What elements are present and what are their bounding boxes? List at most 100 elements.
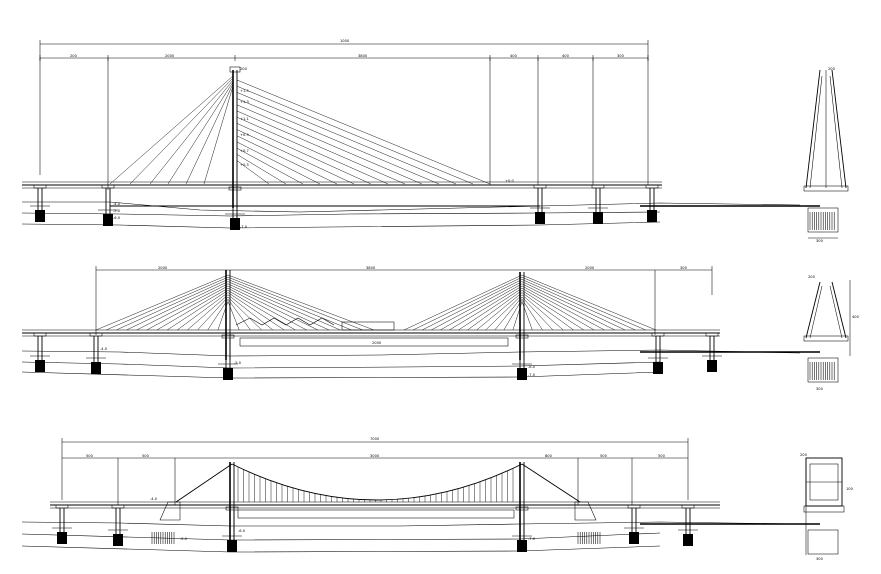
bridge-1-tower-mark: 200 [240,67,248,71]
stay-cable [458,288,523,331]
bridge-1-pier-cap [33,184,47,189]
stay-cable [521,276,646,331]
bridge-3-pier-footing [683,534,693,546]
bridge-3-span-dim: 500 [86,454,94,458]
bridge-1-span-dim: 400 [562,54,570,58]
bridge-1-span-dim: 300 [617,54,625,58]
stay-cable [440,283,523,331]
bridge-2-side-mark: 300 [816,387,824,391]
bridge-2-pier-mark: -7.0 [528,373,536,377]
bridge-1-pier-footing [593,212,603,224]
stay-cable [156,288,229,331]
bridge-2-elevation: 2000 3800 2000 300 2000 -4.0 -5.0 -6.0 [21,266,820,380]
stay-cable [197,296,229,331]
bridge-3-pier-mark: -7.0 [528,537,536,541]
stay-cable [227,292,285,331]
stay-cable-right [236,129,355,185]
stay-cable-left [129,77,234,185]
bridge-2-pier-footing [35,360,45,372]
bridge-3-main-cable-and-hangers [175,463,581,503]
bridge-1-tower-mark: +0.7 [240,149,249,153]
bridge-1-tower-mark: +0.9 [240,133,249,137]
stay-cable [521,294,564,331]
bridge-1-pier-footing [230,218,240,230]
stay-cable-right [236,98,440,185]
bridge-3-side-mark: 100 [846,487,854,491]
bridge-1-pier-footing [103,214,113,226]
bridge-1-pier-mark: -7.0 [240,225,248,229]
stay-cable [106,276,229,331]
stay-cable [521,299,543,331]
stay-cable [227,279,352,331]
stay-cable [449,285,523,331]
bridge-2-span-dim: 3800 [366,266,376,270]
stay-cable [476,292,523,331]
bridge-3-pier-footing [629,532,639,544]
stay-cable [521,292,574,331]
bridge-1-span-dim: 200 [70,54,78,58]
stay-cable-right [236,148,304,185]
backstay-right [521,463,581,503]
bridge-3-pier-cap [55,504,69,509]
stay-cable [217,301,229,331]
bridge-3-overall-dimension: 7000 [370,437,380,441]
stay-cable [521,290,584,331]
bridge-3-pier-footing [113,534,123,546]
stay-cable [227,301,240,331]
stay-cable-right [236,110,406,185]
bridge-2-side-mark: 200 [808,275,816,279]
bridge-2-side-mark: 400 [852,315,860,319]
bridge-3-span-dim: 3000 [370,454,380,458]
bridge-2-pier-mark: -4.0 [100,347,108,351]
bridge-2-pier-footing [517,368,527,380]
backstay-left [175,463,233,503]
stay-cable-right [236,116,389,185]
stay-cable-right [236,141,321,185]
stay-cable [521,283,615,331]
stay-cable [521,301,533,331]
stay-cable [227,276,363,331]
bridge-2-pier-cap [651,332,665,337]
stay-cable [412,276,523,331]
stay-cable-left [167,81,234,185]
stay-cable [227,281,341,331]
stay-cable [521,279,636,331]
bridge-2-span-dim: 300 [680,266,688,270]
bridge-2-pier-cap [89,332,103,337]
stay-cable [403,274,523,331]
bridge-3-side-mark: 200 [800,453,808,457]
bridge-1-pier-footing [35,210,45,222]
stay-cable [467,290,523,331]
stay-cable [227,274,375,331]
bridge-3-elevation: 7000 500 500 3000 800 500 500 [21,437,820,553]
bridge-2-side-view: 200 400 300 [803,275,860,391]
bridge-2-pier-footing [91,362,101,374]
stay-cable [512,301,523,331]
bridge-1-pier-cap [228,186,242,191]
bridge-2-stay-cables [95,274,657,331]
bridge-1-stay-cables [109,75,491,185]
bridge-1-pier-cap [101,184,115,189]
bridge-1-side-mark: 200 [828,67,836,71]
stay-cable-right [236,92,457,185]
stay-cable [422,279,523,331]
bridge-3-span-dim: 500 [600,454,608,458]
main-cable [231,463,523,501]
stay-cable [521,281,626,331]
stay-cable-right [236,154,287,185]
bridge-3-pier-cap [515,506,529,511]
bridge-1-tower-mark: +0.5 [240,163,249,167]
bridge-3-pier-footing [227,540,237,552]
stay-cable [177,292,229,331]
bridge-2-pier-footing [707,360,717,372]
stay-cable-right [236,79,491,185]
stay-cable [227,299,251,331]
stay-cable [146,285,229,331]
bridge-2-pier-mark: -6.0 [528,365,536,369]
bridge-3-pier-cap [111,504,125,509]
stay-cable-left [203,85,234,185]
stay-cable-right [236,85,474,185]
bridge-3-pier-mark: -6.0 [238,529,246,533]
bridge-1-span-dim: 3800 [358,54,368,58]
